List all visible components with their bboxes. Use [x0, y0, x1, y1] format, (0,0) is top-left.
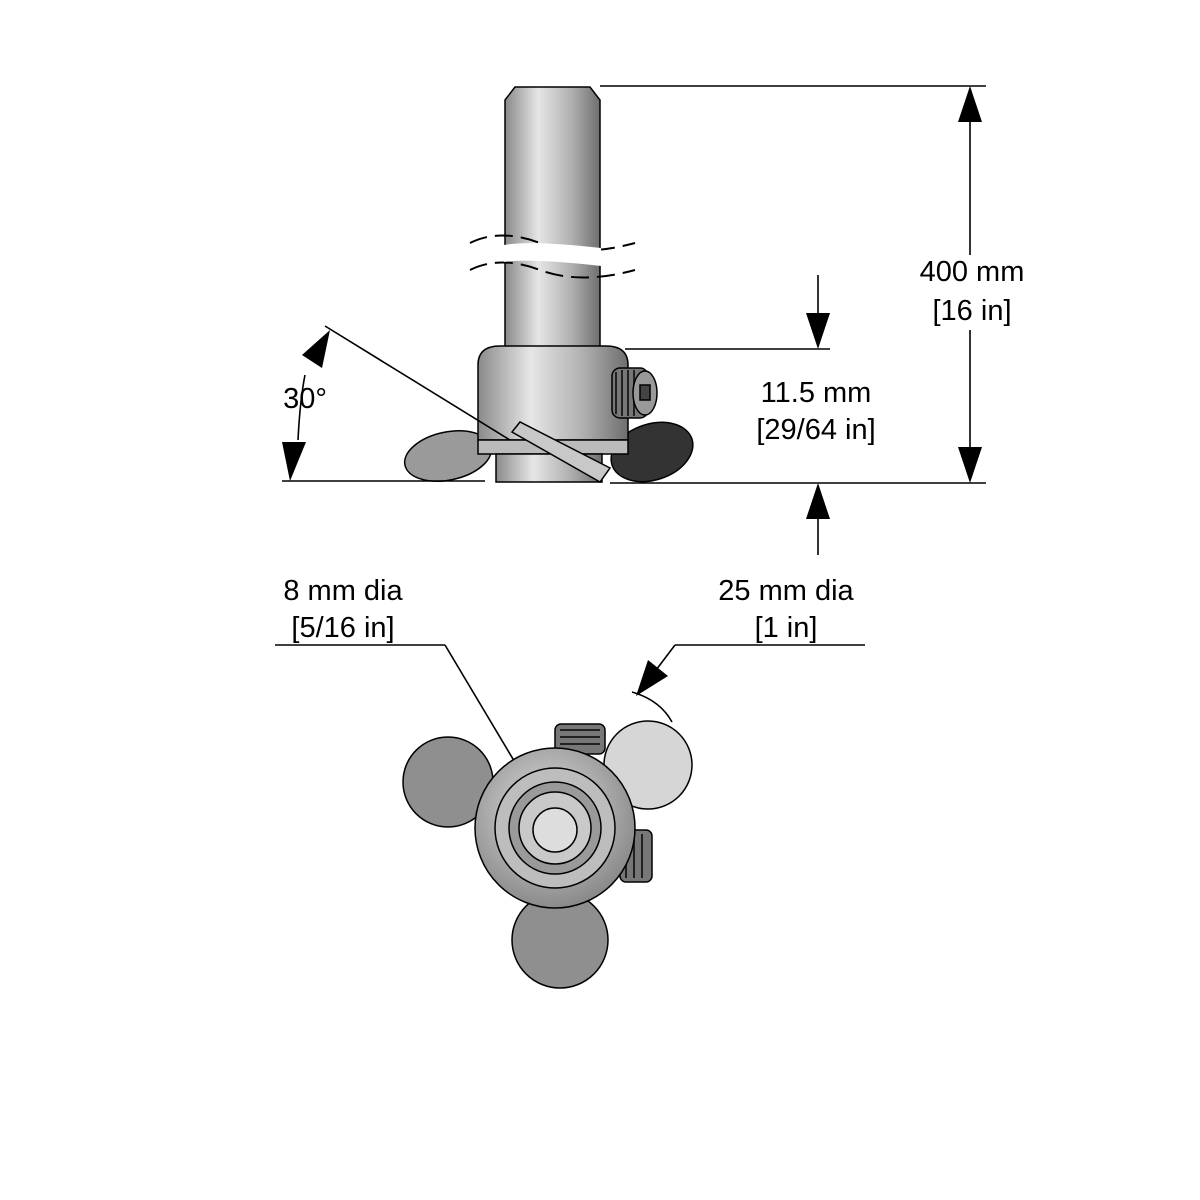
shaft-diameter-metric: 8 mm dia	[283, 575, 403, 607]
shaft-bore	[532, 807, 578, 853]
set-screw-top	[554, 723, 606, 755]
set-screw	[611, 367, 658, 419]
overall-length-metric: 400 mm	[919, 256, 1025, 288]
bottom-view	[402, 720, 693, 989]
overall-length-imperial: [16 in]	[932, 295, 1012, 327]
impeller-diameter-metric: 25 mm dia	[718, 575, 854, 607]
impeller-diameter-imperial: [1 in]	[754, 612, 818, 644]
shaft	[504, 86, 601, 351]
break-lines	[469, 234, 636, 279]
blade-right	[610, 421, 694, 483]
blade-angle-label: 30°	[283, 383, 327, 415]
hub-height-metric: 11.5 mm	[760, 377, 872, 409]
hub-height-imperial: [29/64 in]	[756, 414, 876, 446]
shaft-diameter-imperial: [5/16 in]	[291, 612, 395, 644]
hub	[477, 345, 629, 441]
blade-center	[510, 421, 612, 483]
side-view	[403, 86, 694, 483]
dimension-lines	[275, 85, 986, 869]
